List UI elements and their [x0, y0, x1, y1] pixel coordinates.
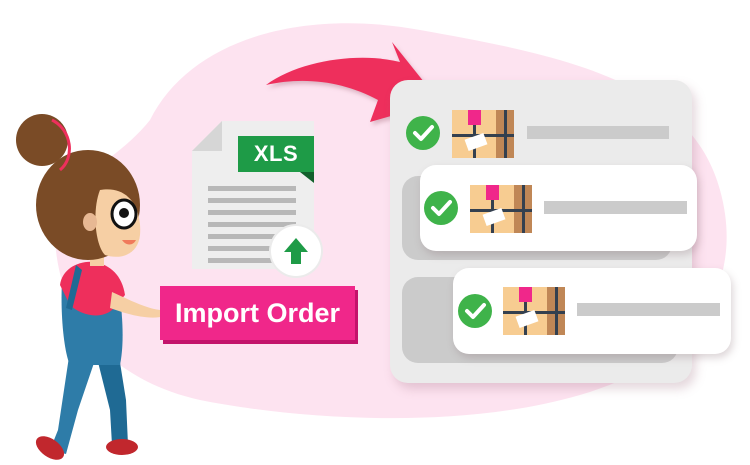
upload-arrow-icon [284, 238, 308, 264]
check-circle-icon [424, 191, 458, 225]
package-box-icon [470, 185, 532, 233]
package-box-icon [503, 287, 565, 335]
package-box-icon [452, 110, 514, 158]
file-type-tag: XLS [238, 136, 314, 172]
check-circle-icon [458, 294, 492, 328]
order-placeholder-bar [577, 303, 720, 316]
check-circle-icon [406, 116, 440, 150]
import-order-button[interactable]: Import Order [160, 286, 355, 340]
upload-badge [271, 226, 321, 276]
order-placeholder-bar [544, 201, 687, 214]
order-placeholder-bar [527, 126, 669, 139]
character-illustration [16, 114, 166, 460]
